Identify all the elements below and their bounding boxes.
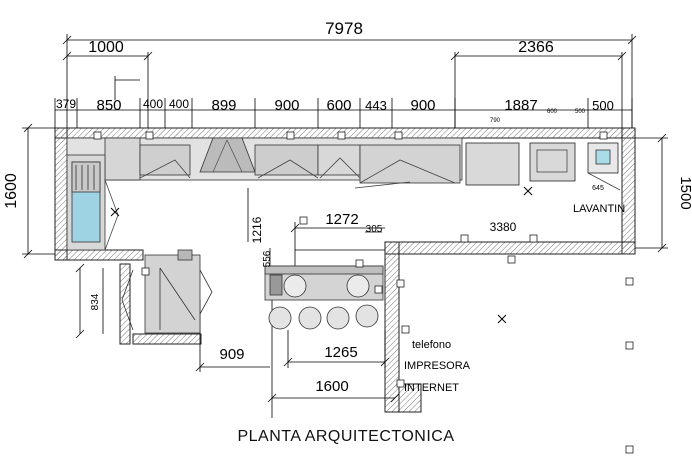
dim-left-run: 1000 [88, 39, 124, 56]
dimension-lines-top [54, 34, 637, 128]
counter-left-cabinet [104, 137, 141, 181]
dim-seg-400b: 400 [169, 97, 189, 111]
dim-seg-899: 899 [211, 97, 236, 114]
dim-wall-run: 3380 [490, 220, 517, 234]
label-telefono: telefono [412, 339, 451, 351]
dim-right-height: 1500 [677, 176, 692, 209]
dim-island-top: 1272 [325, 211, 358, 228]
dim-left-height: 1600 [3, 173, 20, 209]
wall-bottom-left [54, 249, 144, 261]
dim-island-side: 305 [366, 224, 383, 235]
dim-seg-1887: 1887 [504, 97, 537, 114]
dim-seg-379: 379 [56, 97, 76, 111]
cooktop-zone [139, 144, 191, 176]
dimension-lines-side [22, 123, 668, 339]
left-sink-run [66, 154, 119, 251]
dim-seg-900b: 900 [410, 97, 435, 114]
wall-lower-right [398, 383, 422, 413]
drawing-title: PLANTA ARQUITECTONICA [237, 428, 455, 445]
dim-seg-600: 600 [326, 97, 351, 114]
pantry [121, 249, 213, 334]
dim-small-645: 645 [592, 185, 604, 192]
stool-3 [326, 306, 350, 330]
pantry-cabinet [144, 254, 201, 334]
dishwasher [529, 142, 576, 182]
dim-small-790: 790 [490, 118, 501, 124]
dim-left-block: 909 [219, 346, 244, 363]
dim-right-run: 2366 [518, 39, 554, 56]
stool-2 [298, 306, 322, 330]
range-hood [199, 137, 256, 173]
dim-island-inner: 556 [262, 250, 273, 267]
dim-seg-443: 443 [365, 98, 387, 113]
stool-4 [355, 304, 379, 328]
wall-left [54, 127, 68, 261]
dim-island-width: 1265 [324, 344, 357, 361]
dim-overall: 7978 [325, 19, 363, 38]
top-counter [66, 137, 621, 191]
dim-seg-900a: 900 [274, 97, 299, 114]
wall-pantry-bottom [132, 333, 202, 345]
wall-right [621, 127, 636, 255]
label-impresora: IMPRESORA [404, 360, 471, 372]
dim-corridor: 1216 [250, 216, 264, 243]
dim-small-500: 500 [575, 109, 586, 115]
dim-island-outer: 1600 [315, 378, 348, 395]
stool-1 [268, 306, 292, 330]
oven-cabinet [254, 144, 319, 176]
island-hob-right [346, 274, 370, 298]
label-internet: INTERNET [404, 382, 459, 394]
dim-seg-850: 850 [96, 97, 121, 114]
dim-seg-500: 500 [592, 98, 614, 113]
island-hob-left [283, 274, 307, 298]
fridge [465, 142, 520, 186]
dim-small-600: 600 [547, 109, 558, 115]
wall-inner-vertical [384, 241, 400, 413]
light-markers [110, 186, 533, 324]
dim-side-834: 834 [90, 293, 101, 310]
dim-seg-400a: 400 [143, 97, 163, 111]
bar-stools [268, 304, 379, 330]
wall-pantry-left [119, 263, 131, 345]
tall-cabinet [317, 144, 361, 176]
outlet-markers [93, 131, 634, 454]
wall-bottom-right [384, 241, 636, 255]
kitchen-island [264, 265, 384, 330]
label-lavantin: LAVANTIN [573, 203, 625, 215]
